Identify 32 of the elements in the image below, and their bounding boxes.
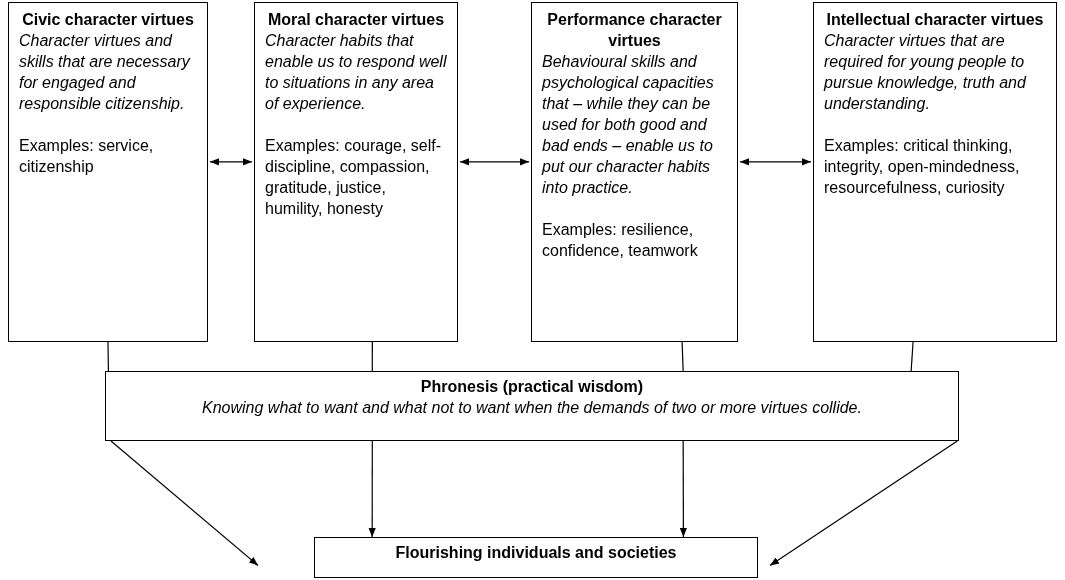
virtue-box	[531, 2, 738, 342]
arrow	[110, 440, 259, 567]
heading: Performance character virtues	[546, 10, 723, 51]
examples-text: Examples: service, citizenship	[19, 136, 155, 177]
outcome-box	[314, 537, 758, 578]
examples-text: Examples: resilience, confidence, teamwork	[542, 220, 699, 261]
virtue-box	[8, 2, 208, 342]
arrow	[209, 158, 253, 166]
description: Character virtues that are required for young people to pursue knowledge, truth and understanding.	[824, 31, 1028, 114]
phronesis-box	[105, 371, 959, 441]
examples-text: Examples: critical thinking, integrity, open-mindedness, resourcefulness, curiosity	[824, 136, 1021, 198]
arrow	[739, 158, 812, 166]
examples-text: Examples: courage, self-discipline, compassion, gratitude, justice, humility, honesty	[265, 136, 443, 219]
heading: Intellectual character virtues	[825, 10, 1045, 30]
heading: Civic character virtues	[21, 10, 195, 30]
description: Character virtues and skills that are necessary for engaged and responsible citizenship.	[19, 31, 192, 114]
description: Behavioural skills and psychological capacities that – while they can be used for both good and bad ends – enable us to put our character habits into practice.	[542, 52, 715, 198]
virtue-box	[813, 2, 1057, 342]
heading: Phronesis (practical wisdom)	[419, 377, 645, 397]
heading: Moral character virtues	[266, 10, 446, 30]
arrow	[769, 440, 958, 567]
description: Knowing what to want and what not to want when the demands of two or more virtues collide.	[201, 398, 863, 418]
arrow	[459, 158, 530, 166]
description: Character habits that enable us to respond well to situations in any area of experience.	[265, 31, 447, 114]
arrow	[368, 440, 376, 538]
virtue-box	[254, 2, 458, 342]
connector-line	[371, 341, 373, 372]
heading: Flourishing individuals and societies	[394, 543, 678, 563]
arrow	[679, 440, 687, 538]
connector-line	[910, 341, 914, 372]
connector-line	[681, 341, 684, 372]
connector-line	[107, 341, 109, 372]
